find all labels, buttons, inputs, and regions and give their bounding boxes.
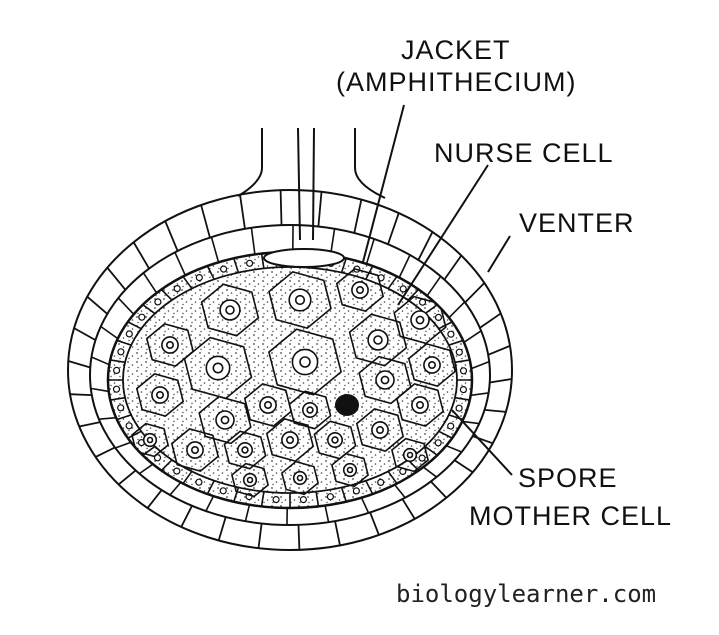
watermark: biologylearner.com: [396, 580, 657, 608]
venter-pointer: [487, 235, 511, 273]
venter-wall: [67, 189, 513, 551]
jacket-pointer: [362, 104, 405, 263]
label-jacket: JACKET: [401, 35, 511, 65]
nurse-cell-pointer: [397, 164, 489, 306]
spore-mother-cell-pointer: [451, 409, 513, 476]
label-spore: SPORE: [518, 463, 618, 493]
label-amphithecium: (AMPHITHECIUM): [336, 67, 577, 97]
label-venter: VENTER: [519, 208, 635, 238]
pointer-lines: [362, 104, 513, 476]
label-mother-cell: MOTHER CELL: [469, 501, 673, 531]
neck: [237, 127, 386, 241]
fertile-tissue: [106, 248, 474, 510]
label-nurse-cell: NURSE CELL: [434, 138, 614, 168]
